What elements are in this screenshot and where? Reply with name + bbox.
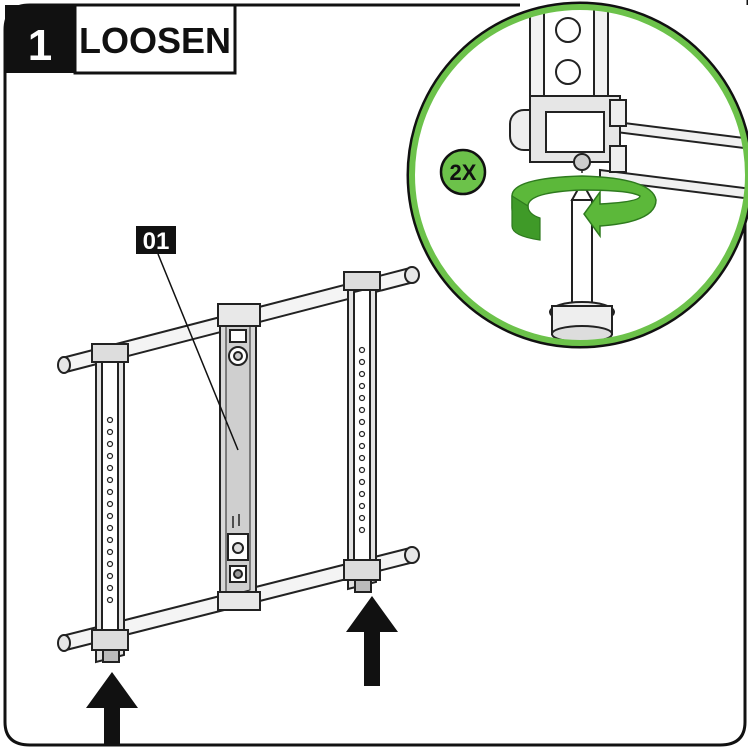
multiplier-text: 2X bbox=[450, 160, 477, 185]
step-header: 1 LOOSEN bbox=[5, 3, 237, 75]
up-arrow-icon bbox=[346, 596, 398, 686]
step-number: 1 bbox=[28, 21, 52, 70]
zoom-ring bbox=[409, 4, 748, 346]
part-leader-line bbox=[157, 253, 239, 451]
up-arrow-icon bbox=[86, 672, 138, 745]
part-label-box bbox=[136, 226, 176, 254]
wall-mount-frame bbox=[57, 266, 420, 664]
right-vertical-arm bbox=[343, 271, 381, 593]
multiplier-badge: 2X bbox=[439, 148, 487, 196]
step-title: LOOSEN bbox=[79, 20, 231, 61]
step-title-box bbox=[73, 3, 237, 75]
left-vertical-arm bbox=[91, 343, 129, 664]
detail-zoom-view: 2X bbox=[406, 1, 748, 349]
center-wall-plate bbox=[217, 303, 261, 611]
part-callout: 01 bbox=[136, 226, 239, 451]
counterclockwise-rotate-arrow-icon bbox=[511, 175, 657, 241]
part-label: 01 bbox=[143, 228, 170, 255]
